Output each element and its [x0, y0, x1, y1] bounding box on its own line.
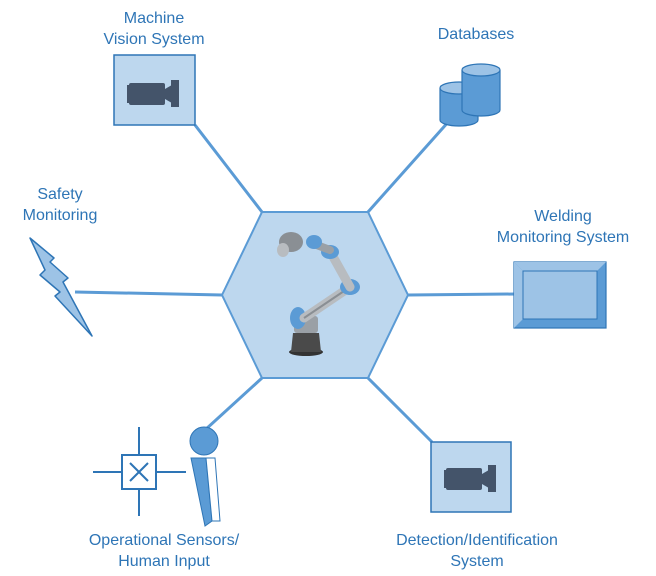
sensors-label-line2: Human Input: [118, 553, 210, 570]
detection-label-line2: System: [450, 553, 504, 570]
camera-icon: [444, 465, 496, 492]
welding-label: Welding Monitoring System: [478, 206, 648, 248]
person-icon: [189, 426, 221, 527]
lightning-icon: [29, 237, 93, 337]
safety-label: Safety Monitoring: [2, 184, 118, 226]
connector-detection: [366, 376, 434, 444]
safety-label-line1: Safety: [37, 186, 83, 203]
connector-machine-vision: [193, 124, 264, 213]
connector-databases: [366, 119, 452, 213]
robot-arm-icon: [277, 232, 360, 356]
camera-icon: [127, 80, 179, 107]
databases-label-text: Databases: [437, 26, 515, 43]
detection-label: Detection/Identification System: [366, 530, 588, 572]
connector-safety: [74, 290, 223, 297]
database-icon: [439, 63, 501, 127]
sensors-label-line1: Operational Sensors/: [88, 532, 240, 549]
connector-lines: [74, 119, 516, 444]
machine-vision-label: Machine Vision System: [94, 8, 214, 50]
safety-label-line2: Monitoring: [22, 207, 98, 224]
machine-vision-label-line1: Machine: [123, 10, 185, 27]
welding-label-line2: Monitoring System: [496, 229, 630, 246]
connector-sensors: [203, 376, 264, 432]
sensor-crosshair-icon: [93, 427, 186, 516]
databases-label: Databases: [418, 24, 534, 45]
connector-welding: [407, 292, 516, 297]
machine-vision-label-line2: Vision System: [103, 31, 205, 48]
center-hexagon: [220, 211, 410, 379]
detection-label-line1: Detection/Identification: [396, 532, 558, 549]
welding-label-line1: Welding: [534, 208, 592, 225]
machine-vision-box: [113, 54, 196, 126]
detection-box: [430, 441, 512, 513]
monitor-icon: [513, 261, 607, 329]
sensors-label: Operational Sensors/ Human Input: [66, 530, 262, 572]
